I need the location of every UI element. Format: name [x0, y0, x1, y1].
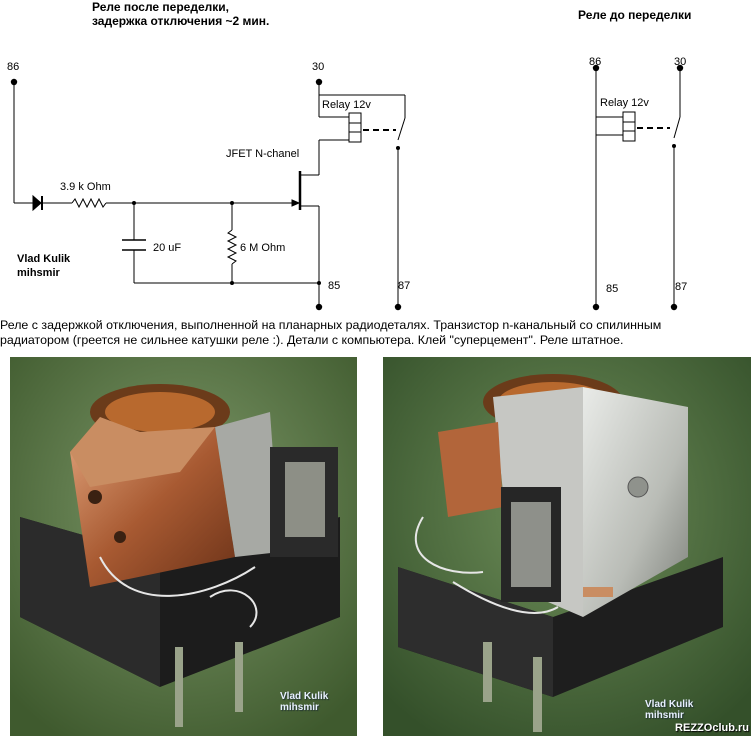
- photo-right: Vlad Kulik mihsmir REZZOclub.ru: [383, 357, 751, 736]
- junction-r2: [230, 201, 234, 205]
- photo-left-drawing: [10, 357, 357, 736]
- junction-cap: [132, 201, 136, 205]
- before-label-85: 85: [606, 283, 618, 295]
- schematics-svg: 86 30 85 87 3.9 k Ohm 20 uF 6 M Ohm JFET…: [7, 56, 687, 311]
- terminal-85-dot: [315, 303, 323, 311]
- before-label-86: 86: [589, 56, 601, 68]
- photo-right-drawing: [383, 357, 751, 736]
- label-relay: Relay 12v: [322, 99, 371, 111]
- diode-symbol: [32, 194, 42, 212]
- author-name: Vlad Kulik: [17, 253, 71, 265]
- photo-right-watermark-nick: mihsmir: [645, 710, 684, 721]
- caption: Реле с задержкой отключения, выполненной…: [0, 318, 662, 347]
- author-nick: mihsmir: [17, 267, 61, 279]
- before-relay-coil-symbol: [622, 111, 636, 142]
- before-terminal-87-dot: [670, 303, 678, 311]
- terminal-87-dot: [394, 303, 402, 311]
- label-30: 30: [312, 61, 324, 73]
- resistor-2-symbol: [226, 229, 238, 265]
- label-87: 87: [398, 280, 410, 292]
- terminal-30-dot: [315, 78, 323, 86]
- label-85: 85: [328, 280, 340, 292]
- before-switch-blade: [673, 116, 681, 139]
- schematic-before-title: Реле до переделки: [578, 8, 692, 22]
- site-watermark: REZZOclub.ru: [675, 722, 749, 734]
- label-transistor: JFET N-chanel: [226, 148, 299, 160]
- photo-left-watermark-nick: mihsmir: [280, 702, 319, 713]
- switch-contact: [396, 146, 400, 150]
- photo-left-watermark-name: Vlad Kulik: [280, 691, 329, 702]
- photo-right-watermark-name: Vlad Kulik: [645, 699, 694, 710]
- terminal-86-dot: [10, 78, 18, 86]
- label-capacitor: 20 uF: [153, 242, 181, 254]
- before-label-relay: Relay 12v: [600, 97, 649, 109]
- photo-left: Vlad Kulik mihsmir: [10, 357, 357, 736]
- before-label-87: 87: [675, 281, 687, 293]
- before-switch-contact: [672, 144, 676, 148]
- before-terminal-85-dot: [592, 303, 600, 311]
- before-label-30: 30: [674, 56, 686, 68]
- relay-coil-symbol: [348, 112, 362, 143]
- schematic-after-title: Реле после переделки, задержка отключени…: [92, 0, 270, 28]
- relay-switch-blade: [397, 117, 406, 141]
- junction-bottom-r2: [230, 281, 234, 285]
- jfet-gate-arrow: [291, 199, 301, 207]
- label-resistor-2: 6 M Ohm: [240, 242, 285, 254]
- before-terminal-86-dot: [592, 64, 600, 72]
- label-resistor-1: 3.9 k Ohm: [60, 181, 111, 193]
- junction-bottom-85: [317, 281, 321, 285]
- before-terminal-30-dot: [676, 64, 684, 72]
- label-86: 86: [7, 61, 19, 73]
- resistor-1-symbol: [71, 197, 107, 209]
